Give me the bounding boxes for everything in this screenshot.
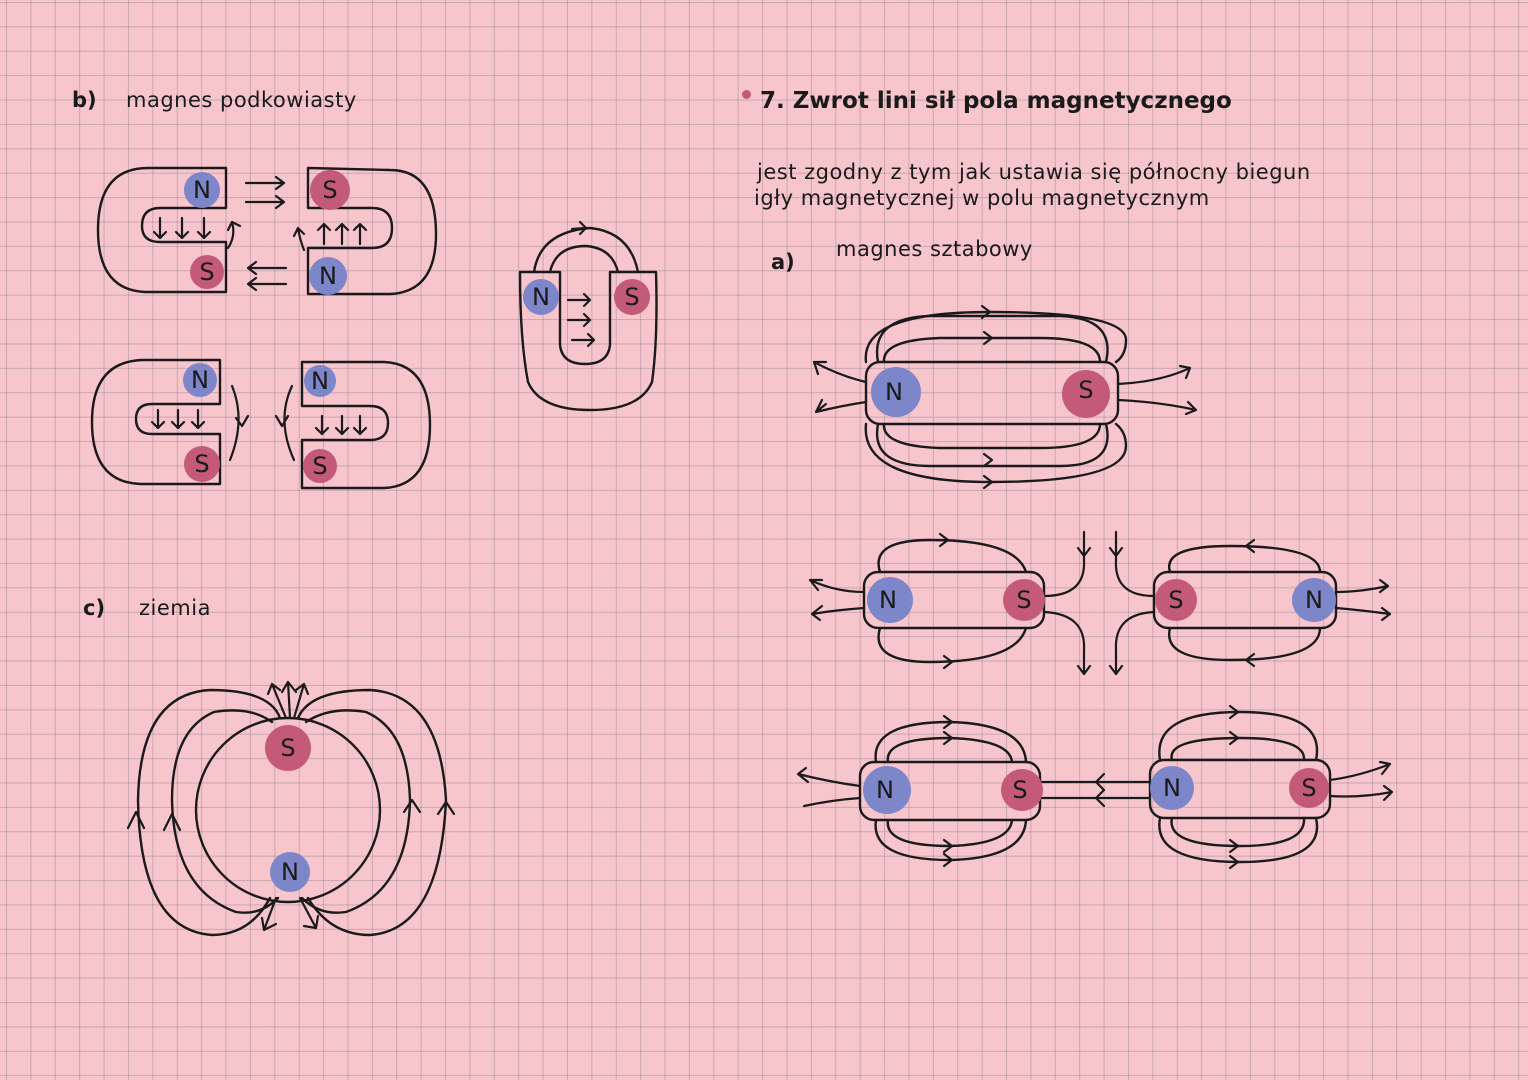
pole-south: S (265, 725, 311, 771)
pole-north: N (523, 279, 559, 315)
svg-text:S: S (199, 258, 214, 286)
horseshoe-pair-attracting (96, 166, 438, 296)
description-line-2: igły magnetycznej w polu magnetycznym (754, 186, 1210, 210)
svg-text:S: S (1078, 376, 1093, 404)
svg-text:N: N (191, 366, 209, 394)
section-a-title: magnes sztabowy (836, 237, 1033, 261)
section-a-label: a) (771, 250, 795, 274)
svg-text:S: S (194, 450, 209, 478)
section-c-label: c) (83, 596, 106, 620)
pole-north: N (867, 577, 913, 623)
pole-north: N (183, 363, 217, 397)
svg-text:S: S (624, 283, 639, 311)
horseshoe-pair-repelling (90, 358, 432, 490)
svg-text:N: N (876, 776, 894, 804)
earth-field-diagram (126, 680, 456, 937)
pole-north: N (184, 172, 220, 208)
pole-south: S (1001, 769, 1043, 811)
svg-text:N: N (281, 858, 299, 886)
pole-south: S (184, 446, 220, 482)
u-magnet-single (518, 220, 658, 412)
svg-text:S: S (312, 452, 327, 480)
svg-text:N: N (319, 262, 337, 290)
pole-south: S (614, 279, 650, 315)
svg-text:N: N (532, 283, 550, 311)
section-b-label: b) (72, 88, 97, 112)
pole-north: N (309, 257, 347, 295)
pole-north: N (863, 766, 911, 814)
svg-text:S: S (1016, 586, 1031, 614)
pole-north: N (871, 367, 921, 417)
pole-south: S (310, 170, 350, 210)
svg-text:S: S (322, 176, 337, 204)
bar-magnet-single (812, 304, 1198, 490)
pole-south: S (303, 449, 337, 483)
section-7-heading: 7. Zwrot lini sił pola magnetycznego (760, 88, 1232, 114)
svg-text:S: S (1168, 586, 1183, 614)
pole-north: N (304, 365, 336, 397)
svg-text:N: N (1163, 774, 1181, 802)
pole-north: N (1150, 766, 1194, 810)
pole-north: N (1292, 578, 1336, 622)
svg-text:N: N (193, 176, 211, 204)
pole-north: N (270, 852, 310, 892)
svg-text:N: N (1305, 586, 1323, 614)
pole-south: S (1003, 579, 1045, 621)
pole-south: S (1289, 768, 1329, 808)
svg-text:S: S (280, 734, 295, 762)
pole-south: S (1062, 370, 1110, 418)
svg-text:N: N (879, 586, 897, 614)
svg-text:S: S (1012, 776, 1027, 804)
section-c-title: ziemia (139, 596, 211, 620)
pole-south: S (190, 255, 224, 289)
svg-text:N: N (885, 378, 903, 406)
section-b-title: magnes podkowiasty (126, 88, 357, 112)
svg-text:N: N (311, 367, 329, 395)
heading-bullet (742, 90, 751, 99)
description-line-1: jest zgodny z tym jak ustawia się północ… (757, 160, 1311, 184)
svg-text:S: S (1301, 774, 1316, 802)
pole-south: S (1155, 579, 1197, 621)
